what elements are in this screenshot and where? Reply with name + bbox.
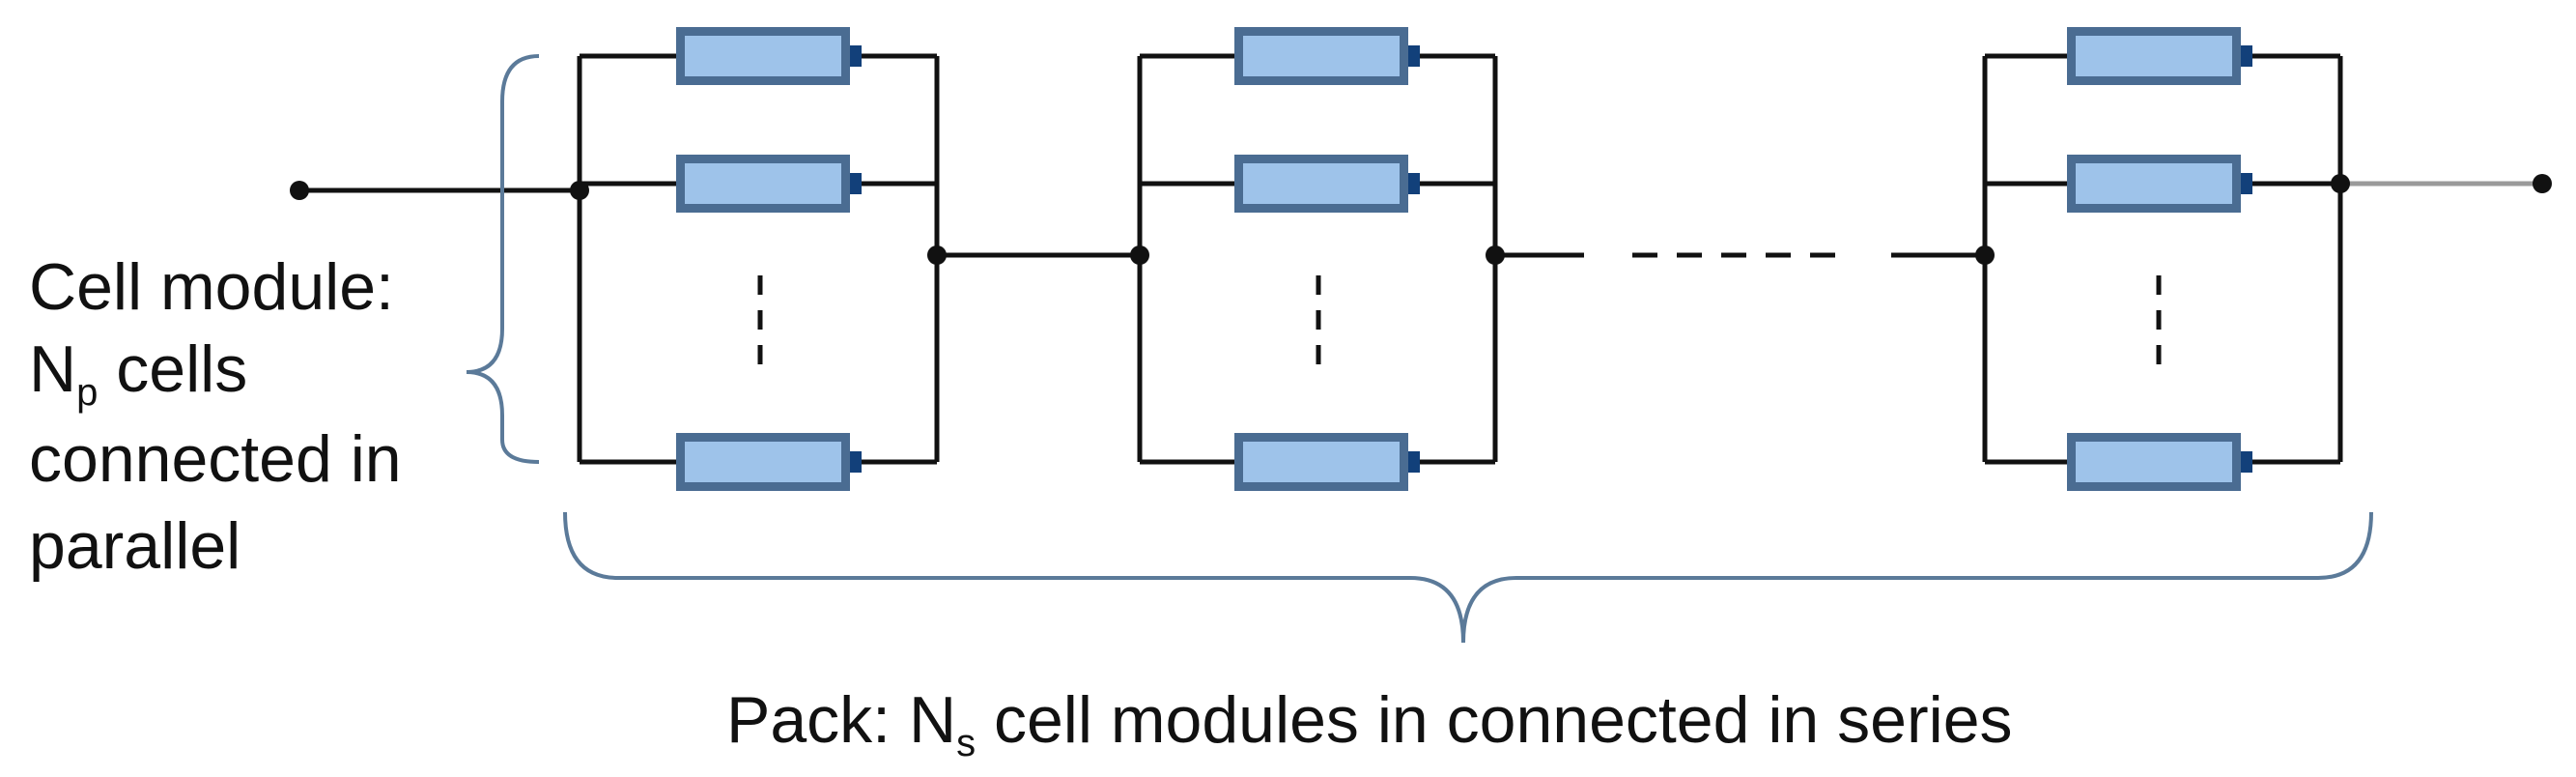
junction-node — [570, 181, 589, 200]
cell-positive-terminal — [2241, 451, 2252, 473]
module-label: Cell module: Np cells connected in paral… — [29, 250, 402, 583]
cell-positive-terminal — [1408, 173, 1420, 194]
cell-positive-terminal — [2241, 173, 2252, 194]
pack-input-terminal — [290, 181, 309, 200]
battery-cell — [676, 27, 862, 85]
junction-node — [1130, 245, 1149, 265]
junction-node — [927, 245, 947, 265]
cell-positive-terminal — [850, 173, 862, 194]
cell-body — [685, 163, 841, 204]
cell-positive-terminal — [850, 451, 862, 473]
battery-cell — [2067, 27, 2252, 85]
wiring — [299, 53, 2542, 465]
battery-cell — [2067, 155, 2252, 213]
pack-label: Pack: Ns cell modules in connected in se… — [726, 683, 2013, 764]
battery-cell — [1234, 433, 1420, 491]
battery-cell — [676, 155, 862, 213]
battery-cell — [1234, 27, 1420, 85]
module-label-line-4: parallel — [29, 509, 241, 583]
cell-positive-terminal — [2241, 45, 2252, 67]
module-label-line-3: connected in — [29, 422, 402, 496]
junction-node — [1486, 245, 1505, 265]
cell-body — [685, 36, 841, 76]
cell-positive-terminal — [1408, 45, 1420, 67]
cell-body — [1243, 163, 1400, 204]
cell-body — [2076, 442, 2232, 482]
battery-cell — [1234, 155, 1420, 213]
pack-brace — [563, 511, 2373, 644]
battery-cells — [676, 27, 2252, 491]
module-label-line-2: Np cells — [29, 332, 247, 414]
cell-body — [2076, 36, 2232, 76]
battery-cell — [2067, 433, 2252, 491]
battery-cell — [676, 433, 862, 491]
junction-nodes — [290, 174, 2552, 265]
junction-node — [1975, 245, 1995, 265]
cell-body — [2076, 163, 2232, 204]
cell-body — [1243, 36, 1400, 76]
cell-body — [1243, 442, 1400, 482]
junction-node — [2331, 174, 2350, 193]
cell-body — [685, 442, 841, 482]
module-brace — [466, 54, 540, 464]
module-label-line-1: Cell module: — [29, 250, 394, 324]
cell-positive-terminal — [1408, 451, 1420, 473]
pack-output-terminal — [2533, 174, 2552, 193]
cell-positive-terminal — [850, 45, 862, 67]
